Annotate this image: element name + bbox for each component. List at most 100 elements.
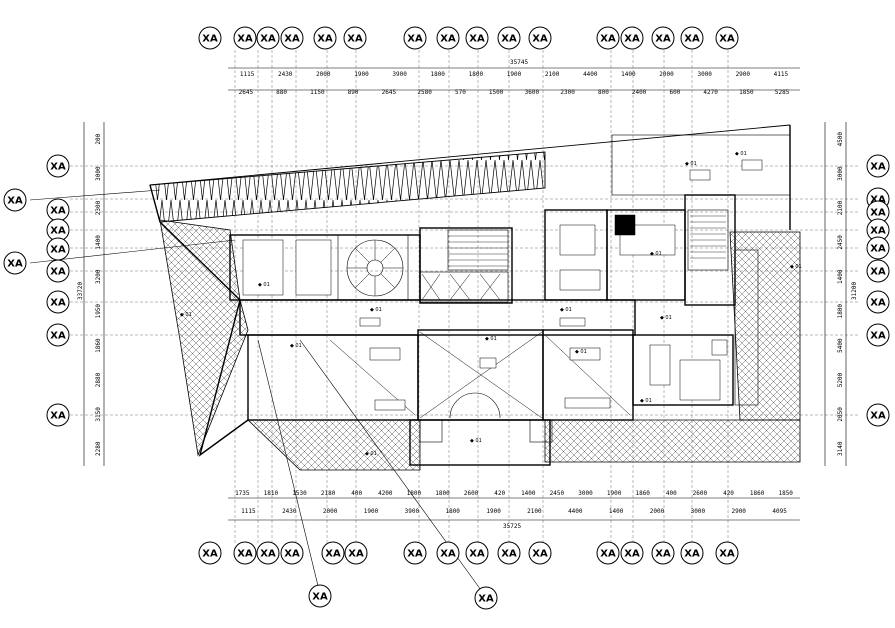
dimension-label: 600 <box>669 89 680 96</box>
dimension-label: 1800 <box>837 304 844 319</box>
grid-bubble-label: XA <box>50 245 66 256</box>
grid-bubble-label: XA <box>501 549 517 560</box>
room-tag: ◆ 01 <box>258 282 270 288</box>
grid-bubble-label: XA <box>870 331 886 342</box>
grid-bubble: XA <box>313 26 337 50</box>
dimension-label: 1860 <box>750 490 765 497</box>
dimension-label: 1530 <box>292 490 307 497</box>
grid-bubble: XA <box>3 188 27 212</box>
grid-bubble: XA <box>3 251 27 275</box>
grid-bubble: XA <box>46 218 70 242</box>
grid-bubble: XA <box>403 541 427 565</box>
grid-bubble: XA <box>465 541 489 565</box>
grid-bubble: XA <box>497 541 521 565</box>
dimension-label: 1810 <box>264 490 279 497</box>
dimension-label: 200 <box>95 133 102 144</box>
room-tags: ◆ 01◆ 01◆ 01◆ 01◆ 01◆ 01◆ 01◆ 01◆ 01◆ 01… <box>180 151 802 457</box>
dimension-label: 3000 <box>578 490 593 497</box>
room-tag: ◆ 01 <box>660 315 672 321</box>
dimension-lines <box>83 67 847 521</box>
dimension-label: 3900 <box>392 71 407 78</box>
furniture <box>242 159 763 411</box>
dimension-label: 4400 <box>583 71 598 78</box>
grid-bubble-label: XA <box>347 34 363 45</box>
grid-bubble-label: XA <box>440 34 456 45</box>
dimension-label: 1735 <box>235 490 250 497</box>
room-tag: ◆ 01 <box>470 438 482 444</box>
grid-bubble-label: XA <box>202 34 218 45</box>
grid-bubble: XA <box>46 403 70 427</box>
dimension-label: 420 <box>723 490 734 497</box>
grid-bubble-label: XA <box>7 196 23 207</box>
grid-bubble-label: XA <box>684 549 700 560</box>
dimension-label: 1800 <box>407 490 422 497</box>
dimension-label: 2450 <box>837 235 844 250</box>
dimension-label: 800 <box>598 89 609 96</box>
dimension-label: 1115 <box>240 71 255 78</box>
dimension-label: 1400 <box>609 508 624 515</box>
dimension-label: 1850 <box>739 89 754 96</box>
dimension-label: 1400 <box>837 269 844 284</box>
dimension-label: 2300 <box>95 200 102 215</box>
dimension-label: 4115 <box>774 71 789 78</box>
grid-bubble-label: XA <box>407 549 423 560</box>
grid-bubble: XA <box>497 26 521 50</box>
grid-bubble: XA <box>198 541 222 565</box>
entrance-doors <box>419 392 553 443</box>
grid-bubble: XA <box>46 290 70 314</box>
room-tag: ◆ 01 <box>180 312 192 318</box>
dimension-label: 2645 <box>239 89 254 96</box>
room-tag: ◆ 01 <box>640 398 652 404</box>
grid-bubble-label: XA <box>870 162 886 173</box>
grid-bubble: XA <box>680 26 704 50</box>
dimension-label: 3150 <box>95 407 102 422</box>
room-tag: ◆ 01 <box>560 307 572 313</box>
dimension-label: 1400 <box>521 490 536 497</box>
dimension-label: 2000 <box>316 71 331 78</box>
grid-bubble-label: XA <box>50 331 66 342</box>
grid-bubble-label: XA <box>312 592 328 603</box>
dimension-label: 2300 <box>560 89 575 96</box>
dimension-label: 2180 <box>321 490 336 497</box>
dimension-label: 1800 <box>445 508 460 515</box>
grid-bubble: XA <box>46 198 70 222</box>
grid-bubble-label: XA <box>7 259 23 270</box>
grid-bubble-label: XA <box>870 267 886 278</box>
grid-bubble-label: XA <box>478 594 494 605</box>
room-tag: ◆ 01 <box>685 161 697 167</box>
grid-bubble: XA <box>198 26 222 50</box>
dimension-label: 1900 <box>354 71 369 78</box>
grid-bubble-label: XA <box>202 549 218 560</box>
building-walls <box>229 134 791 466</box>
grid-bubble: XA <box>680 541 704 565</box>
dimension-label: 1800 <box>469 71 484 78</box>
grid-bubble: XA <box>308 584 332 608</box>
grid-bubble: XA <box>46 323 70 347</box>
dimension-label: 1115 <box>241 508 256 515</box>
dimension-label: 4200 <box>378 490 393 497</box>
dimension-label: 1860 <box>635 490 650 497</box>
grid-bubble: XA <box>866 290 890 314</box>
grid-bubble-label: XA <box>655 34 671 45</box>
grid-bubble: XA <box>596 541 620 565</box>
dimension-label: 1860 <box>95 338 102 353</box>
dimension-label: 2100 <box>837 200 844 215</box>
grid-bubble: XA <box>866 154 890 178</box>
grid-bubble: XA <box>715 26 739 50</box>
vertical-grid-lines <box>234 50 729 545</box>
dimension-label: 880 <box>276 89 287 96</box>
grid-bubble-label: XA <box>348 549 364 560</box>
dimension-label: 2430 <box>282 508 297 515</box>
grid-bubble: XA <box>321 541 345 565</box>
dimension-label: 2430 <box>278 71 293 78</box>
grid-bubble: XA <box>46 259 70 283</box>
grid-bubble: XA <box>528 541 552 565</box>
grid-bubble-label: XA <box>719 549 735 560</box>
grid-bubble-label: XA <box>50 162 66 173</box>
grid-bubble: XA <box>651 541 675 565</box>
room-tag: ◆ 01 <box>365 451 377 457</box>
dimension-label: 4500 <box>837 132 844 147</box>
dimension-label: 1800 <box>435 490 450 497</box>
